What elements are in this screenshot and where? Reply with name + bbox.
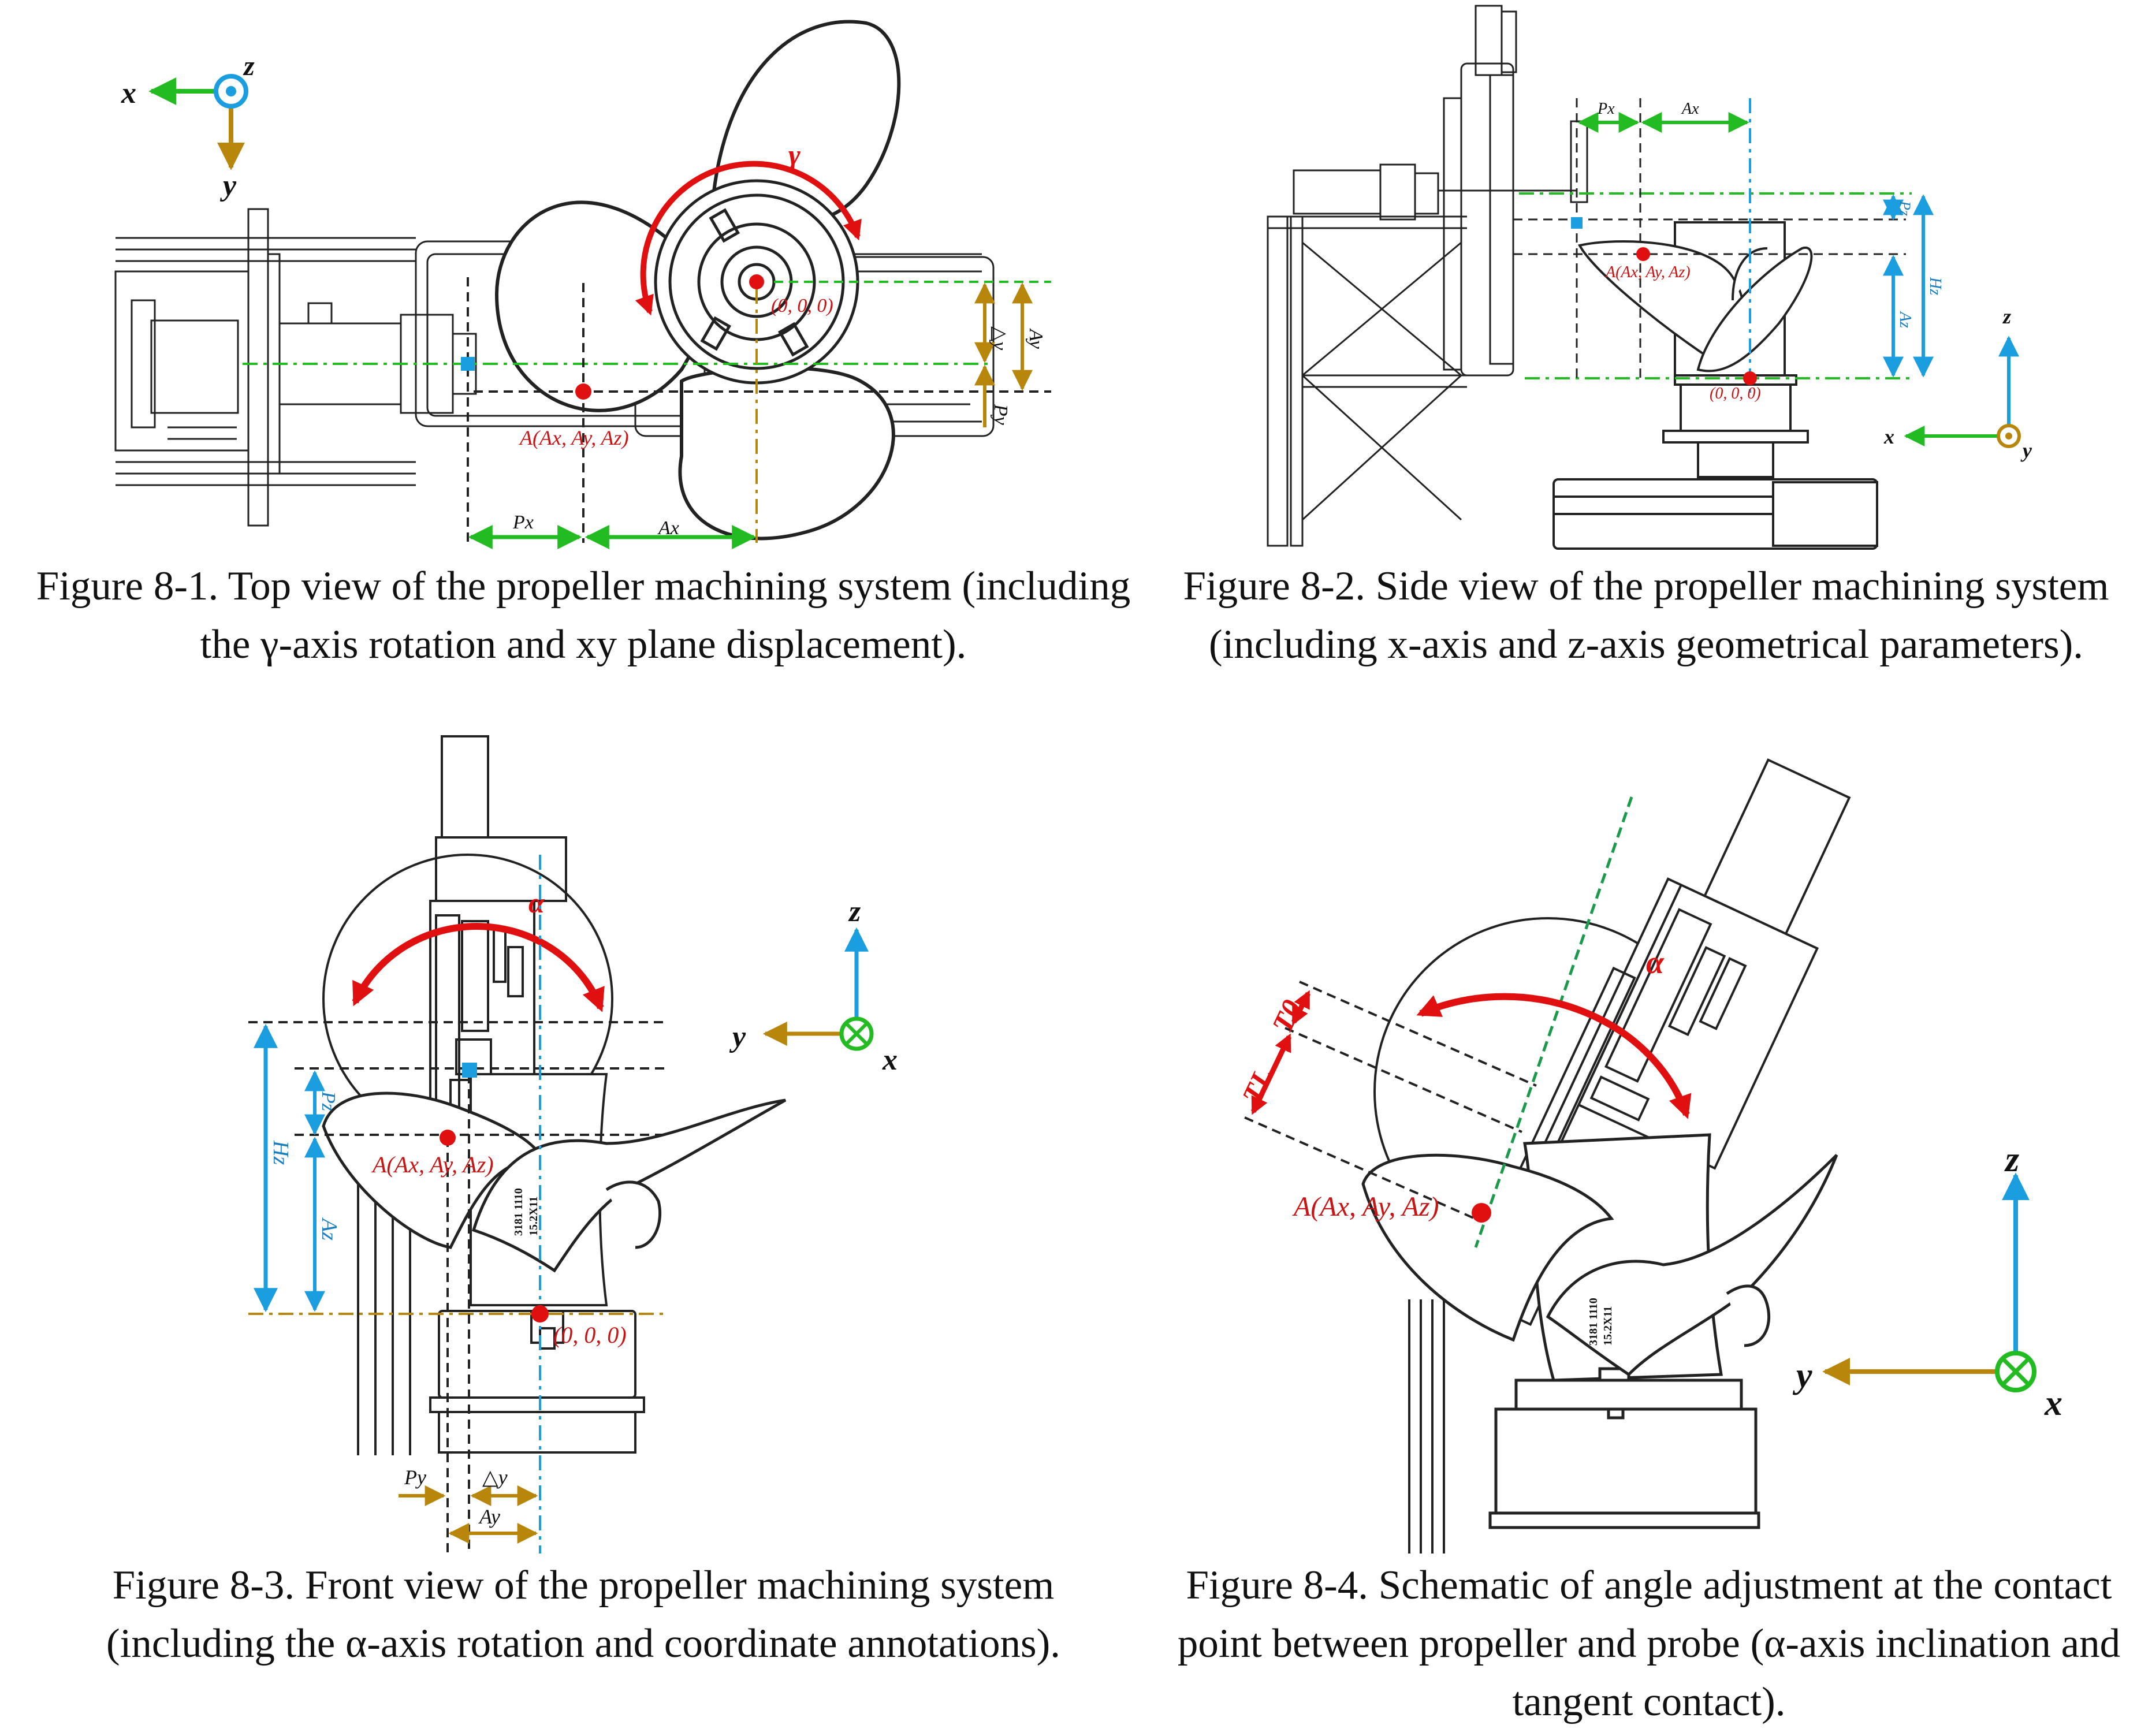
fig3-point-a-label: A(Ax, Ay, Az)	[371, 1152, 494, 1178]
fig2-origin-label: (0, 0, 0)	[1710, 385, 1761, 403]
fig2-caption: Figure 8-2. Side view of the propeller m…	[1183, 564, 2109, 667]
fig3-py-label: Py	[404, 1466, 426, 1489]
fig3-caption: Figure 8-3. Front view of the propeller …	[106, 1563, 1060, 1666]
fig4-point-a	[1472, 1203, 1491, 1223]
fig1-gamma-label: γ	[788, 139, 801, 171]
fig1-point-a	[575, 383, 591, 400]
fig1-ax-label: Ax	[657, 517, 679, 539]
fig2-point-a-label: A(Ax, Ay, Az)	[1604, 263, 1691, 281]
fig1-ay-label: Ay	[1025, 328, 1047, 349]
fig3-origin-point	[531, 1305, 549, 1323]
fig4-inclined-view: 3181 1110 15.2X11 T0 TL α A(Ax, Ay, Az) …	[1235, 758, 2062, 1554]
fig2-point-a	[1636, 247, 1650, 261]
fig1-reference-lines	[243, 277, 1051, 543]
fig3-alpha-label: α	[528, 886, 545, 919]
fig4-alpha-rotation-arrow	[1416, 993, 1692, 1119]
fig1-probe-point	[461, 357, 475, 371]
fig3-axis-z-label: z	[848, 895, 861, 928]
fig1-rail-frame	[114, 208, 477, 527]
fig1-py-label: Py	[990, 404, 1011, 426]
fig3-hub-mark-1: 3181 1110	[512, 1188, 525, 1236]
fig2-axis-y-label: y	[2020, 439, 2032, 462]
fig3-axis-x-label: x	[882, 1044, 898, 1076]
fig3-front-view: 3181 1110 15.2X11 α A(Ax, Ay, Az) (0, 0,…	[248, 735, 898, 1554]
fig4-lower-column	[1408, 1299, 1445, 1554]
fig4-propeller-blades	[1361, 1153, 1838, 1377]
fig3-probe-point	[462, 1063, 477, 1078]
fig3-az-label: Az	[317, 1217, 341, 1240]
fig1-px-label: Px	[512, 512, 534, 533]
fig4-point-a-label: A(Ax, Ay, Az)	[1292, 1191, 1439, 1222]
fig2-px-label: Px	[1597, 100, 1615, 118]
fig3-hub-mark-2: 15.2X11	[527, 1197, 540, 1236]
fig1-axis-y-label: y	[219, 169, 237, 202]
fig3-alpha-rotation-arrow	[352, 923, 605, 1012]
fig4-axis-z-label: z	[2004, 1140, 2019, 1179]
fig3-point-a	[440, 1130, 456, 1146]
fig1-origin-point	[749, 274, 764, 289]
fig4-t0-dimension	[1291, 990, 1311, 1026]
fig2-ax-label: Ax	[1681, 100, 1699, 118]
fig2-pz-label: Pz	[1897, 200, 1913, 216]
fig3-pz-label: Pz	[318, 1091, 339, 1111]
fig2-axis-triad: z x y	[1883, 305, 2032, 462]
fig3-hz-label: Hz	[269, 1140, 293, 1165]
fig2-propeller	[1552, 221, 1878, 550]
fig4-axis-x-label: x	[2044, 1384, 2062, 1423]
fig2-az-label: Az	[1896, 311, 1914, 328]
fig3-reference-lines	[248, 855, 664, 1554]
fig1-origin-label: (0, 0, 0)	[771, 295, 833, 316]
fig4-hub-mark-1: 3181 1110	[1587, 1298, 1600, 1346]
fig2-hz-label: Hz	[1926, 277, 1944, 295]
fig1-point-a-label: A(Ax, Ay, Az)	[519, 426, 629, 449]
fig4-axis-y-label: y	[1792, 1356, 1812, 1395]
fig1-axis-x-label: x	[121, 77, 136, 110]
fig2-axis-z-label: z	[2002, 305, 2011, 328]
fig1-top-view: x z y	[114, 20, 1051, 549]
fig4-tl-dimension	[1250, 1033, 1292, 1115]
fig4-hub-mark-2: 15.2X11	[1602, 1306, 1614, 1346]
fig3-axis-triad: z y x	[729, 895, 898, 1076]
fig2-side-view: A(Ax, Ay, Az) (0, 0, 0) Px Ax Pz Hz Az z…	[1267, 5, 2032, 550]
fig3-axis-y-label: y	[729, 1020, 746, 1053]
fig3-ay-label: Ay	[478, 1505, 500, 1528]
fig3-origin-label: (0, 0, 0)	[553, 1322, 627, 1348]
fig2-frame-structure	[1267, 5, 1588, 547]
fig1-axis-triad: x z y	[121, 51, 255, 202]
fig1-gamma-rotation-arrow	[635, 161, 862, 316]
fig1-axis-z-label: z	[243, 51, 255, 81]
fig2-probe-point	[1571, 217, 1583, 229]
fig4-alpha-label: α	[1646, 945, 1665, 981]
fig2-axis-x-label: x	[1883, 425, 1894, 448]
fig3-propeller-blades	[322, 1091, 787, 1273]
fig3-delta-y-label: △y	[482, 1466, 508, 1489]
fig1-delta-y-label: △y	[989, 326, 1010, 351]
fig4-caption: Figure 8-4. Schematic of angle adjustmen…	[1177, 1563, 2121, 1724]
fig2-origin-point	[1743, 371, 1757, 385]
fig4-probe-axis	[1474, 796, 1633, 1248]
fig4-axis-triad: z y x	[1792, 1140, 2062, 1423]
fig1-caption: Figure 8-1. Top view of the propeller ma…	[36, 564, 1131, 667]
